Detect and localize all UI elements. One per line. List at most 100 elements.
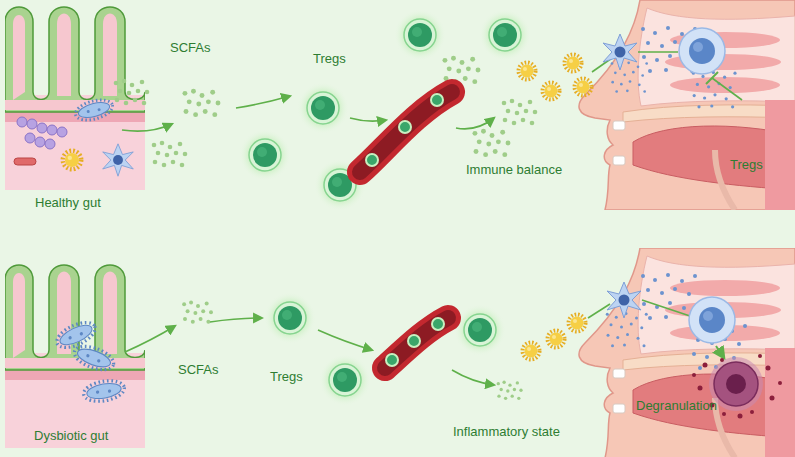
bacteria (14, 158, 36, 165)
bacteria (63, 151, 82, 170)
bacteria (73, 96, 114, 123)
illustration-part (122, 124, 172, 131)
illustration-part (17, 117, 27, 127)
illustration-part (569, 315, 586, 332)
illustration-part (565, 55, 582, 72)
text-label: Immune balance (466, 162, 562, 178)
illustration-part (716, 346, 724, 358)
illustration-part (750, 410, 754, 414)
illustration-part (239, 129, 291, 181)
gut-wall (5, 7, 145, 190)
text-label: Healthy gut (35, 195, 101, 211)
illustration-part (360, 92, 452, 172)
illustration-part (579, 0, 795, 210)
illustration-part (182, 301, 213, 324)
bacteria (82, 378, 126, 404)
gut-wall (5, 265, 145, 448)
illustration-part (25, 133, 35, 143)
illustration-part (543, 83, 560, 100)
illustration-part (638, 51, 678, 53)
illustration-part (35, 137, 45, 147)
illustration-part (770, 396, 775, 401)
illustration-part (47, 125, 57, 135)
illustration-part (548, 331, 565, 348)
illustration-part (738, 414, 743, 419)
illustration-part (385, 318, 448, 368)
text-label: Degranulation (636, 398, 717, 414)
illustration-part (641, 273, 697, 320)
illustration-part (720, 358, 724, 362)
nasal-anatomy (579, 0, 795, 457)
illustration-part (588, 304, 610, 318)
illustration-part (679, 28, 725, 74)
bacteria (71, 342, 116, 374)
illustration-part (114, 79, 150, 106)
illustration-part (606, 312, 648, 347)
mast-cell-halo (709, 357, 763, 411)
illustration-part (472, 129, 510, 157)
illustration-part (778, 381, 782, 385)
text-label: Tregs (730, 157, 763, 173)
healthy-gut (5, 7, 145, 190)
immune-cells-bottom (523, 273, 783, 419)
illustration-part (579, 248, 795, 457)
immune-cells-top (519, 26, 743, 108)
mast-cell (714, 362, 758, 406)
illustration-part (27, 119, 37, 129)
illustration-part (706, 72, 718, 84)
illustration-part (210, 318, 262, 322)
illustration-part (431, 94, 443, 106)
illustration-part (182, 89, 220, 117)
illustration-part (575, 79, 592, 96)
purple-bacteria (17, 117, 67, 149)
illustration-part (432, 318, 444, 330)
scfa-dots (114, 56, 538, 400)
illustration-part (611, 62, 648, 93)
blood-vessel (360, 92, 452, 368)
illustration-part (319, 354, 371, 406)
illustration-part (125, 326, 175, 352)
illustration-part (297, 82, 349, 134)
illustration-part (766, 366, 771, 371)
text-label: SCFAs (170, 40, 210, 56)
illustration-part (152, 141, 188, 168)
illustration-part (502, 99, 538, 126)
illustration-part (360, 92, 452, 172)
illustration-part (452, 370, 494, 385)
illustration-part (692, 71, 737, 109)
text-label: Dysbiotic gut (34, 428, 108, 444)
illustration-part (497, 381, 523, 401)
illustration-part (366, 154, 378, 166)
dysbiotic-gut (5, 265, 145, 448)
illustration-part (394, 9, 446, 61)
illustration-part (454, 304, 506, 356)
illustration-part (642, 300, 690, 316)
text-label: Tregs (270, 369, 303, 385)
illustration-part (603, 34, 637, 70)
illustration-part (479, 9, 531, 61)
illustration-part (57, 127, 67, 137)
illustration-part (607, 282, 641, 318)
flow-arrows (122, 96, 494, 385)
illustration-part (408, 335, 420, 347)
illustration-part (698, 386, 703, 391)
illustration-part (37, 123, 47, 133)
illustration-part (703, 363, 708, 368)
illustration-part (385, 318, 448, 368)
illustration-part (386, 354, 398, 366)
text-label: SCFAs (178, 362, 218, 378)
bacteria (103, 144, 134, 176)
illustration-part (523, 343, 540, 360)
mast-cell-nucleus (726, 374, 746, 394)
illustration-part (399, 121, 411, 133)
illustration-part (350, 118, 386, 121)
text-label: Inflammatory state (453, 424, 560, 440)
illustration-part (722, 412, 726, 416)
illustration-part (236, 96, 290, 108)
illustration-part (318, 330, 372, 350)
illustration-part (456, 118, 494, 129)
illustration-part (519, 63, 536, 80)
